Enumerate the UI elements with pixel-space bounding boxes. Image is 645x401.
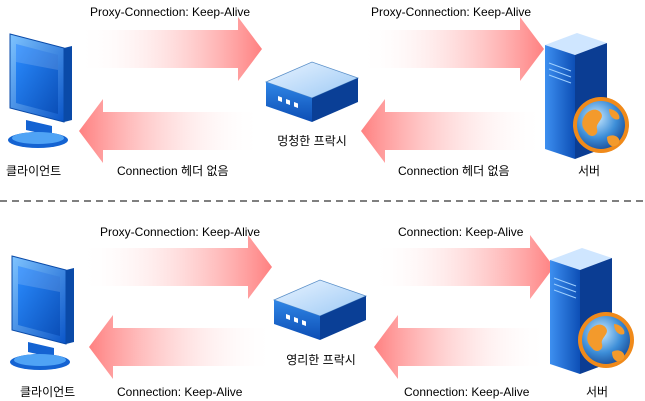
bottom-response-label-right: Connection: Keep-Alive xyxy=(404,385,530,399)
bottom-response-label-left: Connection: Keep-Alive xyxy=(117,385,243,399)
top-section xyxy=(7,17,630,163)
top-response-label-left: Connection 헤더 없음 xyxy=(117,164,229,178)
top-response-label-right: Connection 헤더 없음 xyxy=(398,164,510,178)
client-monitor-icon xyxy=(9,255,75,371)
smart-proxy-icon xyxy=(273,279,367,341)
bottom-request-arrow-left xyxy=(80,235,272,299)
bottom-proxy-label: 영리한 프락시 xyxy=(286,353,356,367)
dumb-proxy-icon xyxy=(265,61,359,123)
top-client-label: 클라이언트 xyxy=(6,164,62,178)
bottom-request-label-left: Proxy-Connection: Keep-Alive xyxy=(100,225,261,239)
bottom-request-arrow-right xyxy=(372,235,554,299)
top-proxy-label: 멍청한 프락시 xyxy=(277,134,347,148)
bottom-section xyxy=(9,235,635,379)
server-globe-icon xyxy=(544,32,630,160)
top-request-arrow-left xyxy=(78,17,262,81)
bottom-response-arrow-right xyxy=(374,315,548,379)
top-request-arrow-right xyxy=(360,17,544,81)
top-request-label-left: Proxy-Connection: Keep-Alive xyxy=(90,5,251,19)
bottom-response-arrow-left xyxy=(89,315,275,379)
bottom-server-label: 서버 xyxy=(586,385,609,399)
top-request-label-right: Proxy-Connection: Keep-Alive xyxy=(371,5,532,19)
server-globe-icon xyxy=(549,247,635,375)
bottom-request-label-right: Connection: Keep-Alive xyxy=(398,225,524,239)
client-monitor-icon xyxy=(7,33,73,149)
top-server-label: 서버 xyxy=(578,164,601,178)
bottom-client-label: 클라이언트 xyxy=(20,385,76,399)
top-response-arrow-left xyxy=(79,99,262,163)
top-response-arrow-right xyxy=(361,99,545,163)
